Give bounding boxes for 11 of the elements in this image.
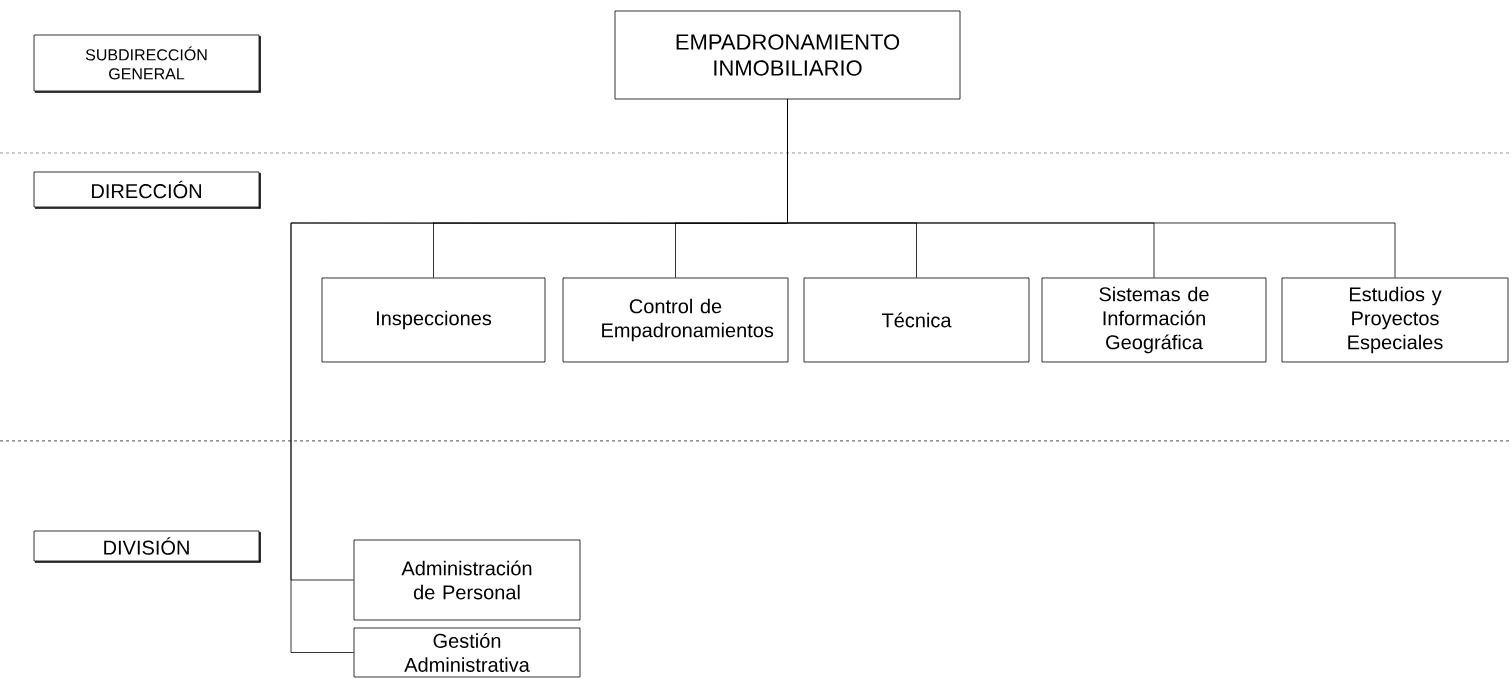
unit-box: Gestión Administrativa [353, 627, 581, 678]
unit-box: Estudios y Proyectos Especiales [1281, 277, 1509, 363]
unit-box: Técnica [803, 277, 1030, 363]
unit-box: Inspecciones [321, 277, 546, 363]
level-label: DIVISIÓN [33, 530, 261, 563]
unit-box: Sistemas de Información Geográfica [1041, 277, 1267, 363]
level-label: SUBDIRECCIÓN GENERAL [33, 34, 261, 93]
level-label: DIRECCIÓN [33, 171, 261, 209]
unit-box: Control de Empadronamientos [562, 277, 789, 363]
unit-box: EMPADRONAMIENTO INMOBILIARIO [614, 10, 961, 100]
unit-box: Administración de Personal [353, 539, 581, 621]
